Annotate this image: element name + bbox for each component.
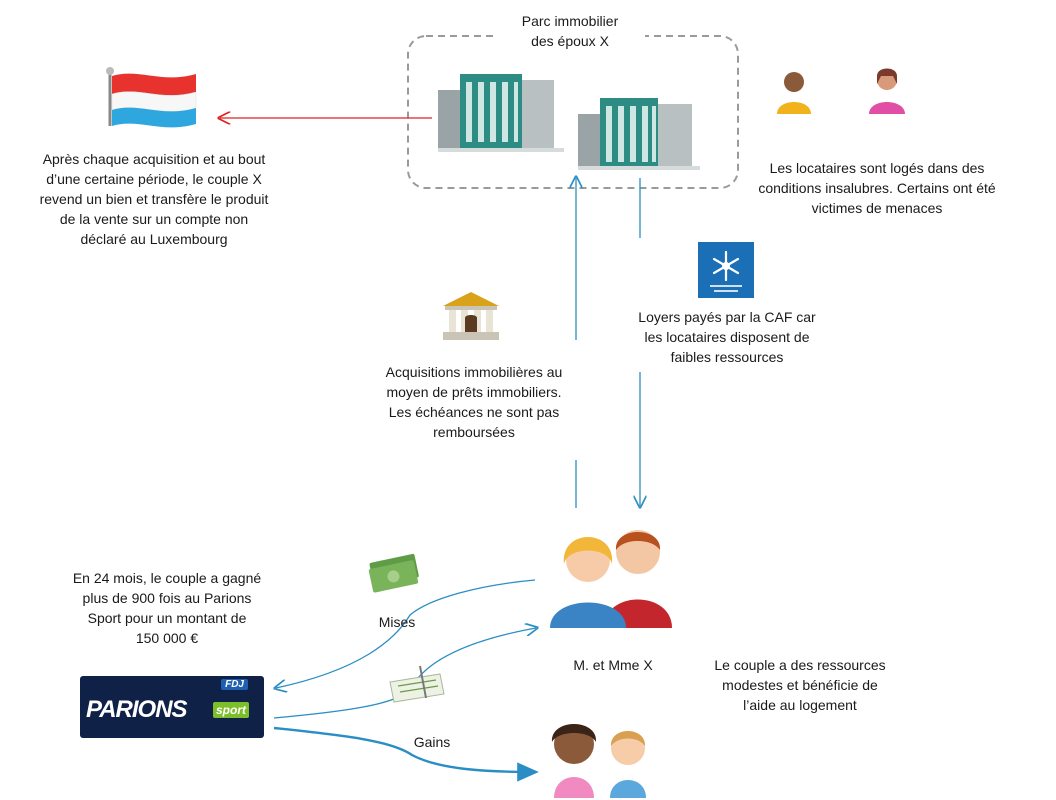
arrow-mises	[276, 579, 536, 688]
building-icon	[578, 98, 700, 170]
building-icon	[438, 74, 564, 152]
loans-text: Acquisitions immobilières au moyen de pr…	[354, 362, 594, 442]
tenant-woman-icon	[869, 68, 905, 114]
tenant-man-icon	[777, 72, 811, 114]
luxembourg-text: Après chaque acquisition et au bout d’un…	[39, 151, 269, 247]
luxembourg-flag-icon	[106, 67, 197, 128]
money-icon	[368, 553, 419, 593]
betting-text: En 24 mois, le couple a gagné plus de 90…	[72, 570, 262, 646]
caf-logo-icon	[698, 242, 754, 298]
gains-label: Gains	[413, 734, 451, 750]
sport-wordmark: sport	[213, 702, 249, 718]
bank-icon	[443, 292, 499, 340]
couple-icon	[550, 530, 672, 628]
parions-sport-logo: FDJ PARIONS sport	[80, 676, 264, 738]
arrow-gains-children	[273, 726, 539, 782]
fdj-badge: FDJ	[221, 679, 248, 690]
tenants-text: Les locataires sont logés dans des condi…	[758, 160, 996, 216]
caf-text: Loyers payés par la CAF car les locatair…	[638, 309, 816, 365]
portfolio-title: Parc immobilier des époux X	[495, 11, 645, 51]
couple-label: M. et Mme X	[573, 657, 653, 673]
parions-wordmark: PARIONS	[86, 696, 188, 723]
mises-label: Mises	[378, 614, 416, 630]
couple-text: Le couple a des ressources modestes et b…	[714, 657, 886, 713]
betting-ticket-icon	[389, 665, 445, 703]
children-icon	[551, 724, 646, 798]
